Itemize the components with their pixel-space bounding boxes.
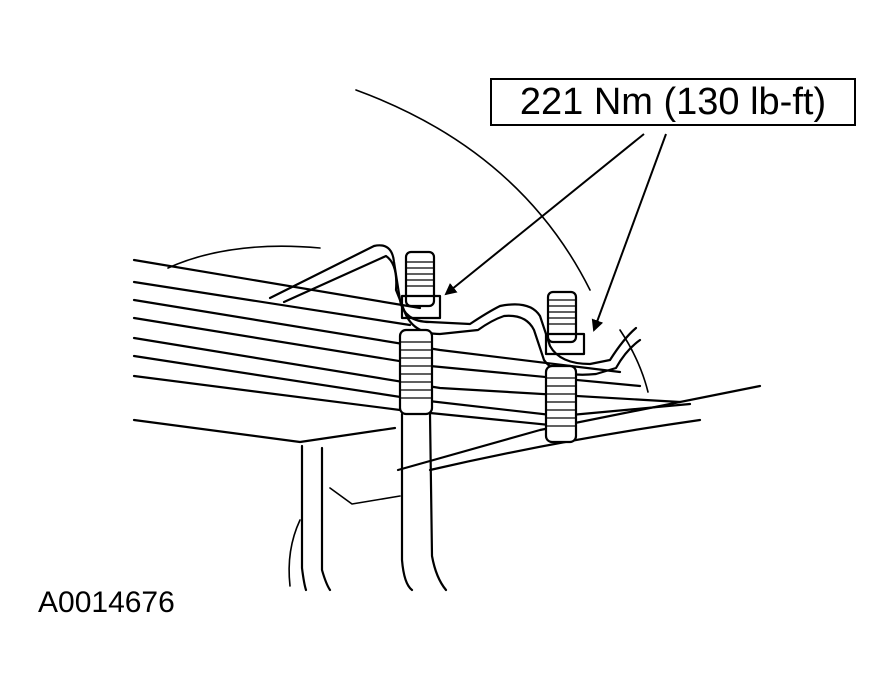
axle-bracket xyxy=(329,487,401,505)
u-bolt-right-leg xyxy=(544,364,578,444)
torque-callout-box: 221 Nm (130 lb-ft) xyxy=(490,78,856,126)
u-bolt-rear-legs xyxy=(288,444,332,592)
u-bolt-left-upper xyxy=(400,250,442,320)
axle-plate xyxy=(132,418,397,444)
spring-clamp-plate-lower xyxy=(282,254,642,376)
u-bolt-left-leg xyxy=(398,328,448,592)
background-arc xyxy=(355,89,591,291)
axle-plate-right xyxy=(396,384,762,472)
axle-housing-top xyxy=(167,245,321,269)
background-arc-lower xyxy=(619,329,649,393)
leader-arrow-left xyxy=(444,133,645,296)
u-bolt-right-upper xyxy=(544,290,586,356)
figure-id-label: A0014676 xyxy=(38,586,175,619)
leader-arrow-right xyxy=(591,133,667,332)
spring-clamp-plate xyxy=(268,244,638,366)
torque-spec-label: 221 Nm (130 lb-ft) xyxy=(519,80,827,123)
